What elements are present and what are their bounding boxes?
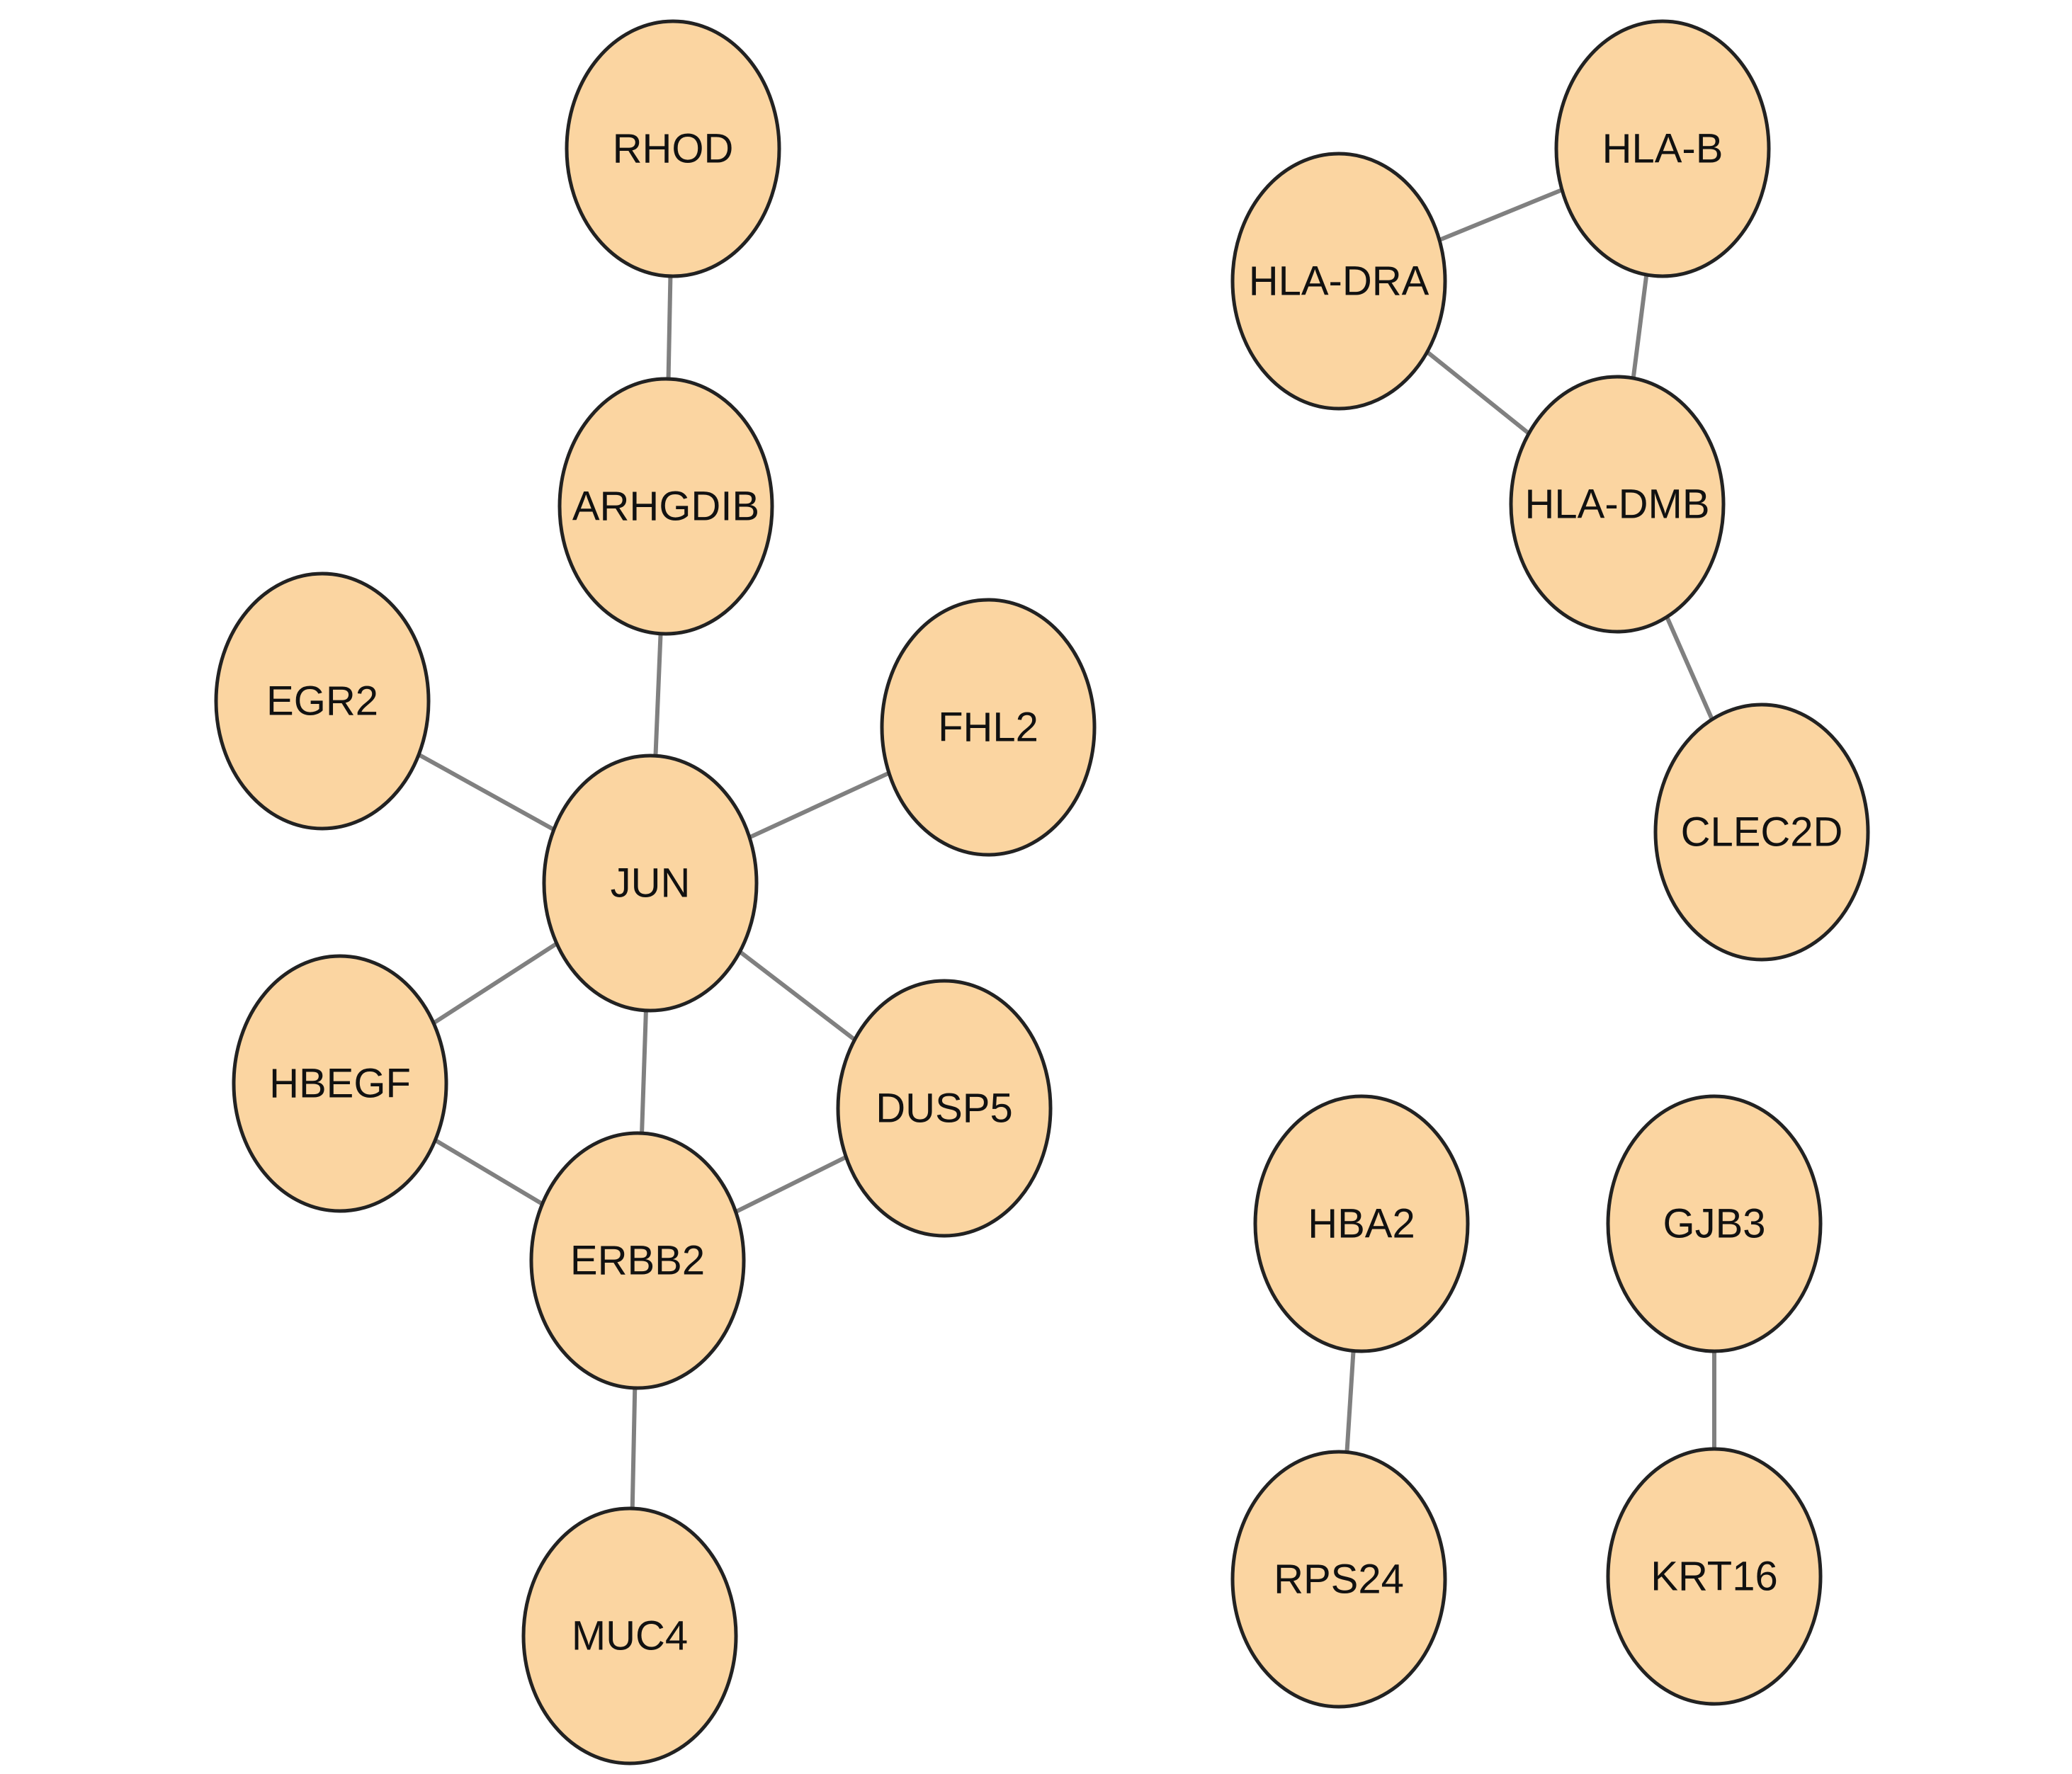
node-label: RPS24 bbox=[1274, 1557, 1404, 1603]
edge-erbb2-muc4 bbox=[630, 1387, 638, 1509]
node-ellipse bbox=[1509, 375, 1726, 634]
node-label: CLEC2D bbox=[1681, 809, 1843, 855]
node-ellipse bbox=[1606, 1094, 1823, 1353]
edge-rhod-arhgdib bbox=[666, 275, 673, 380]
node-fhl2[interactable]: FHL2 bbox=[880, 598, 1097, 857]
node-hla-dra[interactable]: HLA-DRA bbox=[1230, 152, 1447, 411]
node-ellipse bbox=[557, 377, 774, 636]
node-ellipse bbox=[1253, 1094, 1470, 1353]
node-hba2[interactable]: HBA2 bbox=[1253, 1094, 1470, 1353]
edge-egr2-jun bbox=[417, 752, 555, 832]
node-hbegf[interactable]: HBEGF bbox=[232, 954, 448, 1213]
node-ellipse bbox=[1230, 1450, 1447, 1709]
edge-dusp5-erbb2 bbox=[735, 1155, 847, 1214]
edges-layer bbox=[417, 188, 1716, 1509]
node-erbb2[interactable]: ERBB2 bbox=[529, 1131, 746, 1390]
node-ellipse bbox=[1653, 703, 1870, 962]
node-gjb3[interactable]: GJB3 bbox=[1606, 1094, 1823, 1353]
node-label: HBEGF bbox=[269, 1061, 411, 1107]
node-label: DUSP5 bbox=[876, 1086, 1012, 1132]
node-dusp5[interactable]: DUSP5 bbox=[836, 979, 1053, 1238]
node-hla-dmb[interactable]: HLA-DMB bbox=[1509, 375, 1726, 634]
node-label: HLA-DRA bbox=[1249, 258, 1430, 305]
node-egr2[interactable]: EGR2 bbox=[214, 572, 431, 831]
node-krt16[interactable]: KRT16 bbox=[1606, 1447, 1823, 1706]
edge-erbb2-jun bbox=[640, 1010, 648, 1134]
node-label: HLA-B bbox=[1602, 126, 1723, 172]
node-ellipse bbox=[836, 979, 1053, 1238]
edge-hbegf-jun bbox=[432, 941, 558, 1025]
edge-hbegf-erbb2 bbox=[434, 1138, 544, 1206]
node-ellipse bbox=[542, 754, 759, 1013]
node-muc4[interactable]: MUC4 bbox=[521, 1506, 738, 1766]
node-rps24[interactable]: RPS24 bbox=[1230, 1450, 1447, 1709]
node-ellipse bbox=[529, 1131, 746, 1390]
node-label: ERBB2 bbox=[570, 1238, 705, 1284]
node-jun[interactable]: JUN bbox=[542, 754, 759, 1013]
edge-dusp5-jun bbox=[738, 950, 856, 1042]
node-label: KRT16 bbox=[1651, 1554, 1777, 1600]
node-label: MUC4 bbox=[572, 1613, 688, 1659]
node-label: ARHGDIB bbox=[572, 484, 759, 530]
edge-hla-dra-hla-b bbox=[1438, 188, 1563, 242]
node-ellipse bbox=[214, 572, 431, 831]
node-ellipse bbox=[1554, 19, 1771, 278]
edge-arhgdib-jun bbox=[653, 633, 663, 756]
edge-hla-dra-hla-dmb bbox=[1425, 350, 1531, 436]
node-label: RHOD bbox=[613, 126, 734, 172]
edge-hba2-rps24 bbox=[1344, 1351, 1356, 1452]
node-ellipse bbox=[1230, 152, 1447, 411]
node-label: FHL2 bbox=[938, 705, 1038, 751]
node-ellipse bbox=[880, 598, 1097, 857]
node-label: JUN bbox=[611, 860, 691, 906]
node-clec2d[interactable]: CLEC2D bbox=[1653, 703, 1870, 962]
node-arhgdib[interactable]: ARHGDIB bbox=[557, 377, 774, 636]
node-label: EGR2 bbox=[266, 678, 378, 724]
edge-hla-b-hla-dmb bbox=[1631, 274, 1649, 379]
node-label: GJB3 bbox=[1663, 1201, 1765, 1247]
node-ellipse bbox=[521, 1506, 738, 1766]
node-label: HLA-DMB bbox=[1524, 482, 1709, 528]
node-ellipse bbox=[232, 954, 448, 1213]
node-hla-b[interactable]: HLA-B bbox=[1554, 19, 1771, 278]
node-ellipse bbox=[565, 19, 781, 278]
edge-fhl2-jun bbox=[748, 771, 890, 840]
node-label: HBA2 bbox=[1308, 1201, 1415, 1247]
node-rhod[interactable]: RHOD bbox=[565, 19, 781, 278]
node-ellipse bbox=[1606, 1447, 1823, 1706]
edge-hla-dmb-clec2d bbox=[1665, 615, 1714, 721]
